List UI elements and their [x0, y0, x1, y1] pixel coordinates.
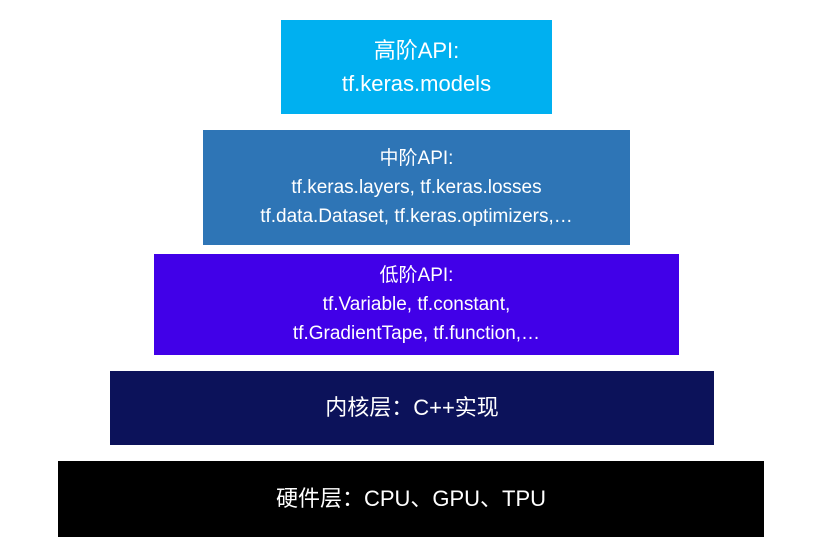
- layer-title: 中阶API:: [379, 148, 454, 169]
- layer-title: 内核层：C++实现: [325, 395, 499, 420]
- layer-title: 低阶API:: [379, 265, 454, 286]
- layer-low-level-api: 低阶API: tf.Variable, tf.constant, tf.Grad…: [154, 254, 679, 355]
- layer-text-line: tf.GradientTape, tf.function,…: [292, 323, 541, 344]
- layer-text-line: tf.Variable, tf.constant,: [322, 294, 511, 315]
- layer-text-line: tf.keras.models: [341, 71, 492, 96]
- layer-text-line: tf.data.Dataset, tf.keras.optimizers,…: [260, 206, 573, 227]
- layer-kernel: 内核层：C++实现: [110, 371, 714, 445]
- layer-title: 硬件层：CPU、GPU、TPU: [275, 486, 547, 511]
- layer-mid-level-api: 中阶API: tf.keras.layers, tf.keras.losses …: [203, 130, 630, 245]
- layer-high-level-api: 高阶API: tf.keras.models: [281, 20, 552, 114]
- layer-title: 高阶API:: [373, 38, 460, 63]
- layer-text-line: tf.keras.layers, tf.keras.losses: [291, 177, 542, 198]
- layer-hardware: 硬件层：CPU、GPU、TPU: [58, 461, 764, 537]
